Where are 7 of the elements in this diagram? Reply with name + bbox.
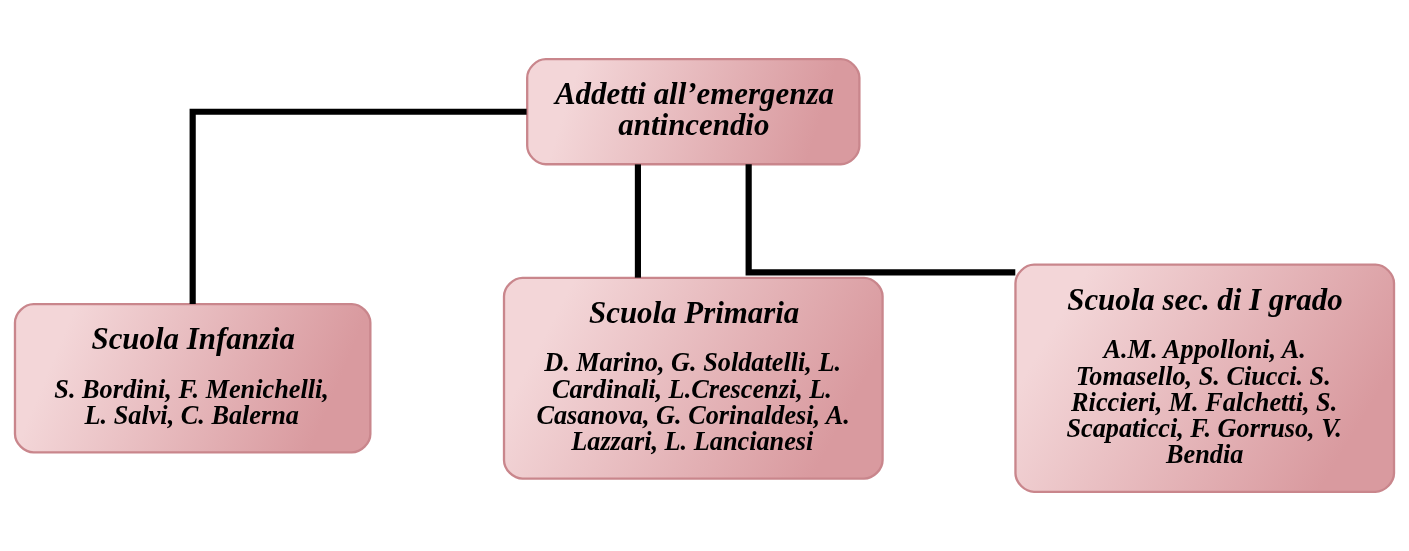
connector [189,108,527,304]
node-box: Scuola Primaria D. Marino, G. Soldatelli, L. Cardinali, L.Crescenzi, L. Casanova, G. Corinaldesi, A. Lazzari, L. Lancianesi [502,276,884,480]
node-box: Scuola Infanzia S. Bordini, F. Menichelli, L. Salvi, C. Balerna [13,302,372,454]
node-box: Addetti all’emergenza antincendio [526,58,861,166]
connector [634,164,642,278]
connector [745,164,1016,276]
node-box: Scuola sec. di I grado A.M. Appolloni, A. Tomasello, S. Ciucci. S. Riccieri, M. Falchetti, S. Scapaticci, F. Gorruso, V. Bendia [1014,263,1396,493]
